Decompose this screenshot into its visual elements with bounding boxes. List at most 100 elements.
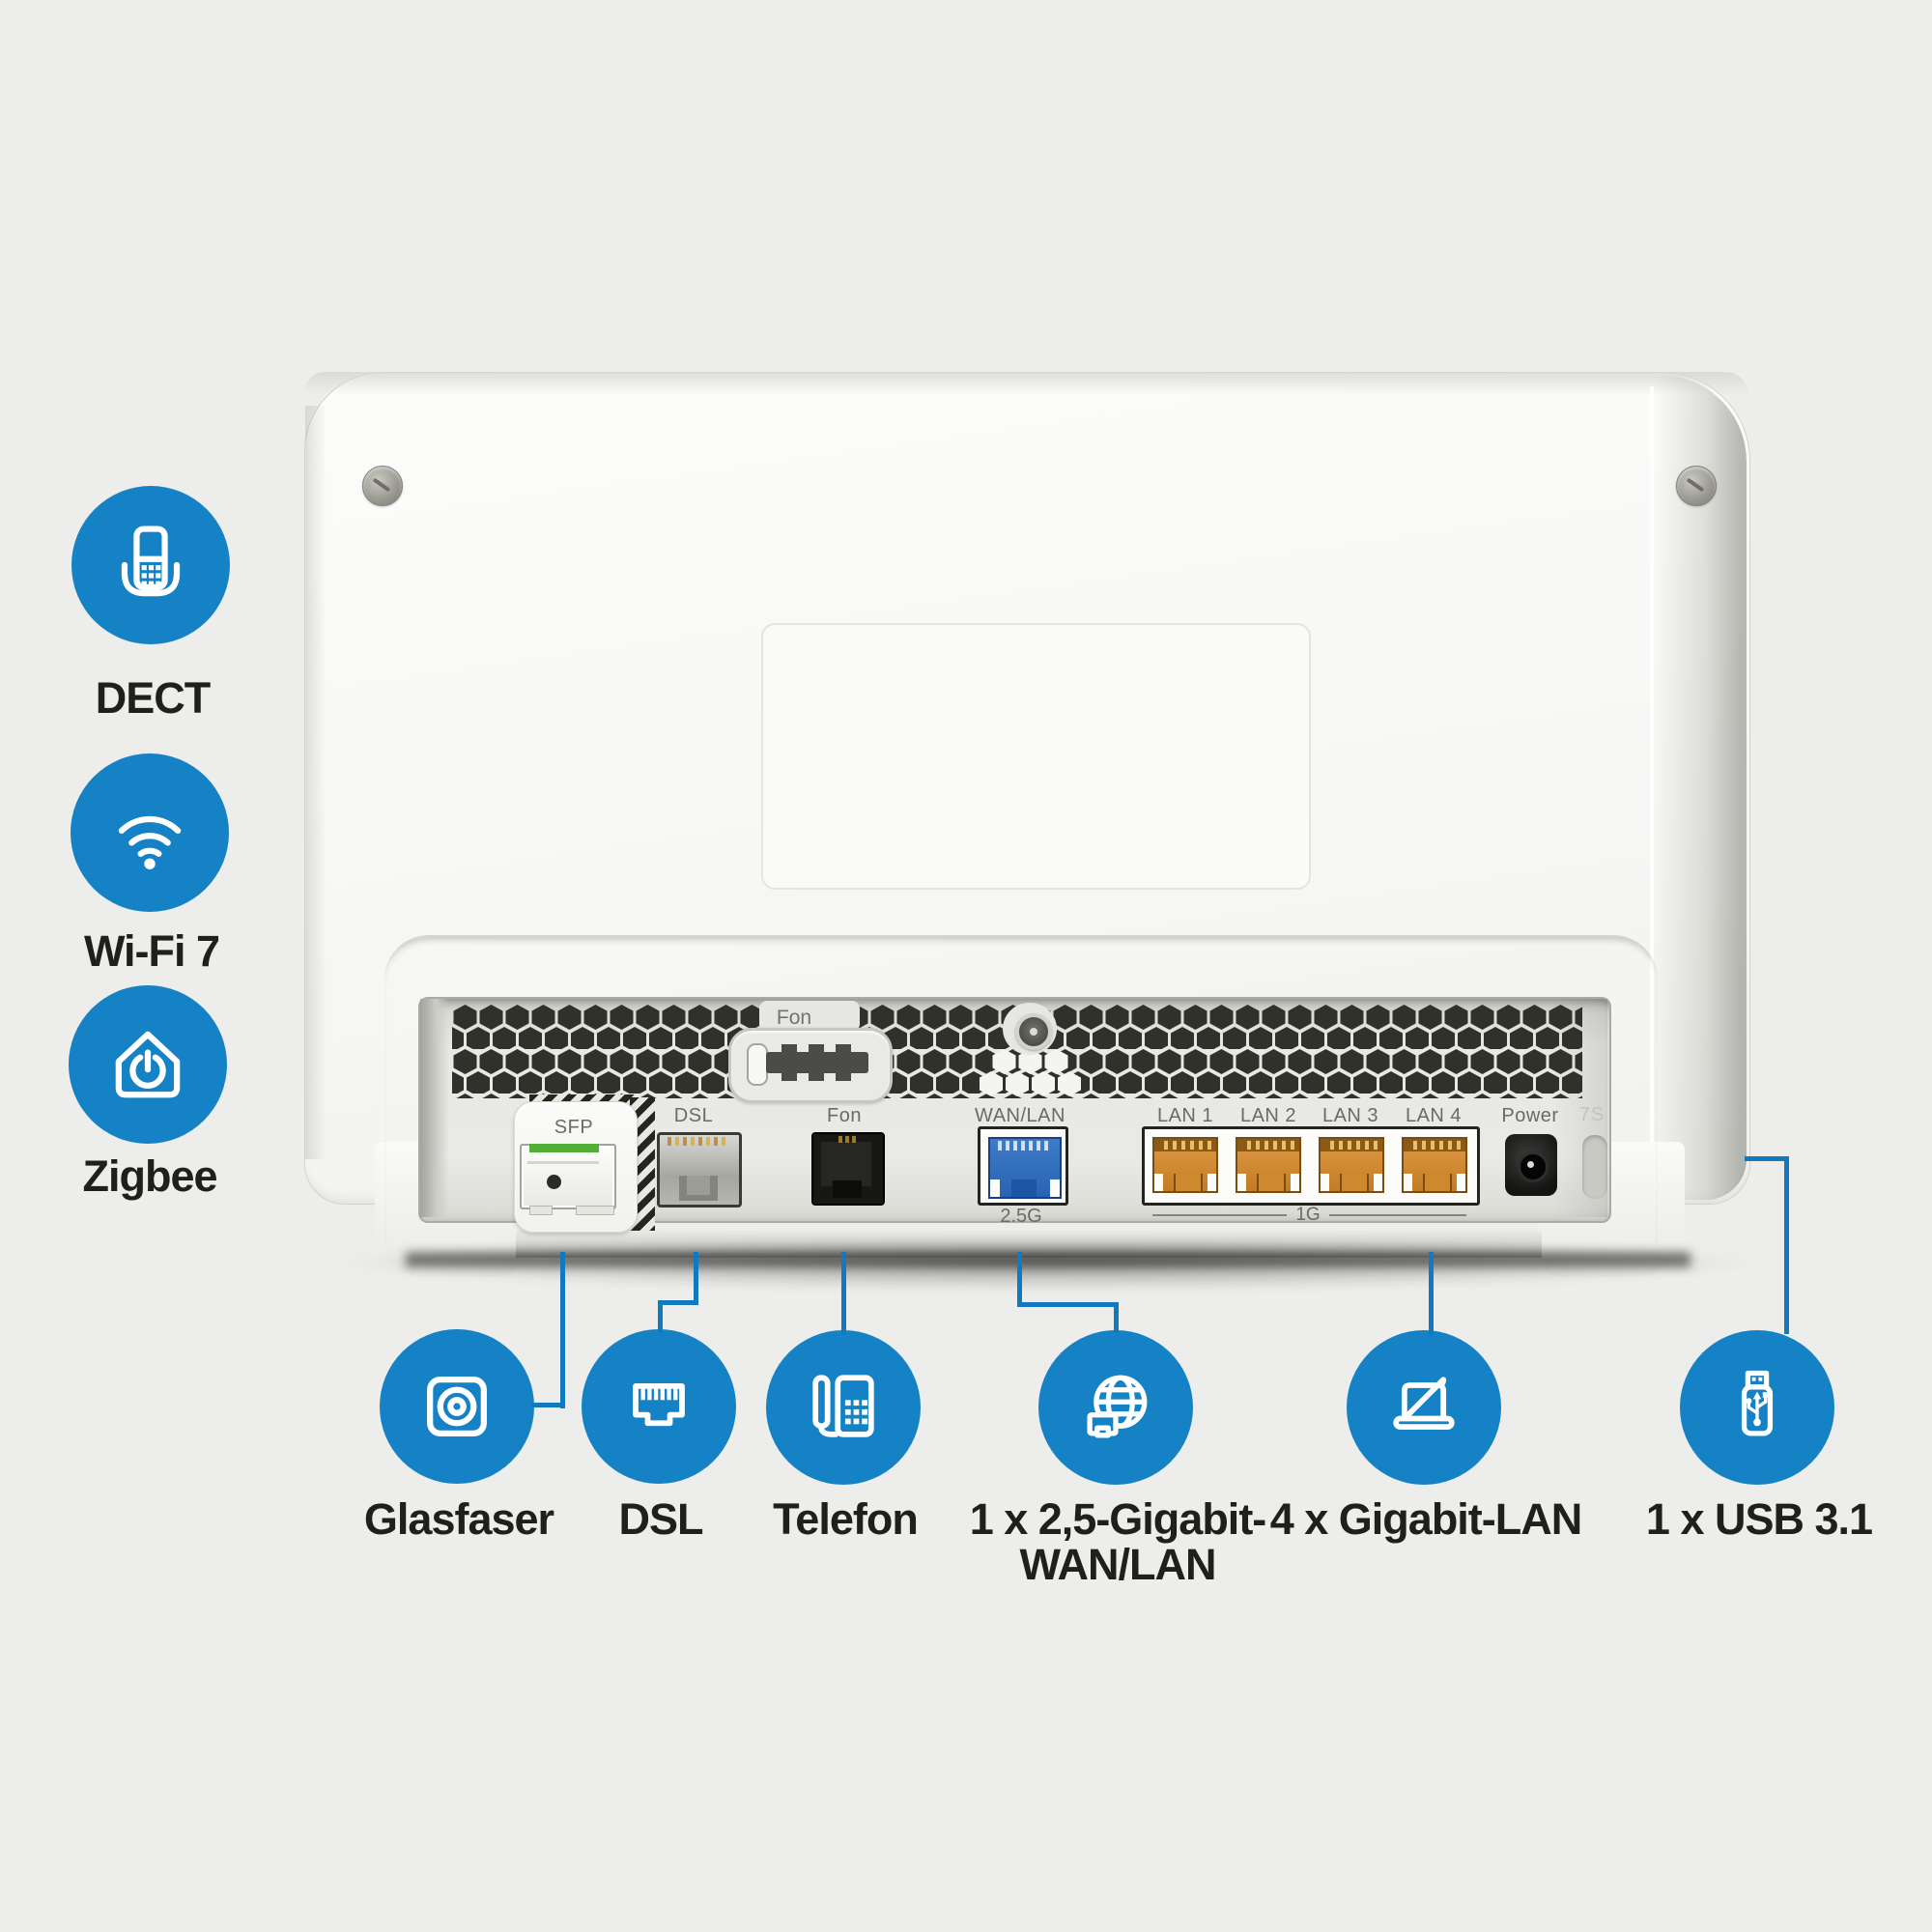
lan1-label: LAN 1 (1156, 1105, 1214, 1126)
dsl-port (657, 1132, 742, 1208)
white-hex-cluster (980, 1049, 1081, 1096)
slot-tooth (809, 1044, 824, 1054)
fon-port (811, 1132, 885, 1206)
dsl-badge (582, 1329, 736, 1484)
sfp-hole (547, 1175, 561, 1189)
glasfaser-badge (380, 1329, 534, 1484)
label-sticker (761, 623, 1311, 890)
fon-pin (845, 1136, 849, 1143)
wan-callout-label-line1: 1 x 2,5-Gigabit- (969, 1494, 1267, 1544)
callout-line-lan (1429, 1252, 1434, 1335)
callout-line-sfp (531, 1403, 565, 1407)
mount-screw-left (362, 466, 403, 506)
fiber-socket-icon (427, 1377, 487, 1436)
wan-tab (1011, 1179, 1037, 1197)
molded-text: 7S (1578, 1104, 1605, 1125)
callout-line-wan (1114, 1302, 1119, 1333)
usb-stick-icon (1741, 1370, 1774, 1436)
wan-port (988, 1137, 1062, 1199)
callout-line-usb (1745, 1156, 1789, 1161)
slot-bar (766, 1052, 868, 1073)
callout-line-dsl (694, 1252, 698, 1305)
fon-notch (833, 1180, 862, 1198)
lan2-port (1236, 1137, 1301, 1193)
slot-tooth (809, 1071, 824, 1081)
fon-pin (852, 1136, 856, 1143)
vent-gap-fon (759, 1001, 860, 1032)
telefon-badge (766, 1330, 921, 1485)
dsl-pin (714, 1137, 718, 1146)
panel-bevel-left (420, 999, 449, 1217)
lan-speed-line-right (1329, 1214, 1466, 1216)
router-side-seam (1650, 386, 1654, 1188)
wan-port-label: WAN/LAN (975, 1105, 1065, 1126)
wifi-label: Wi-Fi 7 (83, 926, 220, 976)
wan-port-bezel (978, 1126, 1068, 1206)
wan-cut (990, 1179, 1000, 1197)
wifi-icon (118, 815, 182, 869)
fon-pin (838, 1136, 842, 1143)
dsl-callout-label: DSL (618, 1494, 704, 1544)
dsl-pin (722, 1137, 725, 1146)
wan-speed-label: 2.5G (1000, 1206, 1042, 1227)
slot-tooth (836, 1071, 851, 1081)
dsl-pin (668, 1137, 671, 1146)
slot-tooth (836, 1044, 851, 1054)
slot-pill (747, 1043, 768, 1086)
lan-speed-line-left (1152, 1214, 1287, 1216)
sfp-latch (576, 1206, 614, 1215)
callout-line-dsl (658, 1300, 698, 1305)
dsl-pin (691, 1137, 695, 1146)
lan1-port (1152, 1137, 1218, 1193)
dsl-port-label: DSL (673, 1105, 714, 1126)
globe-ethernet-icon (1087, 1375, 1148, 1438)
sfp-green-tab (529, 1144, 599, 1152)
wan-badge (1038, 1330, 1193, 1485)
panel-screw (1015, 1013, 1052, 1050)
callout-line-wan (1017, 1302, 1119, 1307)
dsl-pin (706, 1137, 710, 1146)
slot-tooth (781, 1071, 797, 1081)
callout-line-sfp (560, 1252, 565, 1408)
power-port-label: Power (1501, 1105, 1559, 1126)
laptop-icon (1393, 1377, 1455, 1431)
callout-line-fon (841, 1252, 846, 1335)
router-right-side (1654, 375, 1747, 1200)
router-top-rim (304, 372, 1748, 395)
telefon-label: Telefon (773, 1494, 919, 1544)
lan-port-group (1142, 1126, 1480, 1206)
lan-badge (1347, 1330, 1501, 1485)
power-jack (1505, 1134, 1557, 1196)
callout-line-dsl (658, 1300, 663, 1333)
dect-handset-icon (121, 526, 181, 597)
callout-line-wan (1017, 1252, 1022, 1307)
fon-port-label: Fon (827, 1105, 862, 1126)
lan4-port (1402, 1137, 1467, 1193)
slot-tooth (781, 1044, 797, 1054)
router-left-edge (305, 406, 327, 1159)
glasfaser-label: Glasfaser (363, 1494, 554, 1544)
wifi-feature-badge (71, 753, 229, 912)
lan-callout-label: 4 x Gigabit-LAN (1269, 1494, 1583, 1544)
fon-slot-label: Fon (776, 1007, 812, 1029)
power-ring (1518, 1151, 1548, 1182)
dect-label: DECT (95, 673, 211, 723)
lan4-label: LAN 4 (1405, 1105, 1463, 1126)
wan-callout-label-line2: WAN/LAN (1019, 1540, 1217, 1589)
callout-line-usb (1784, 1156, 1789, 1334)
dect-feature-badge (71, 486, 230, 644)
desk-phone-icon (812, 1375, 874, 1437)
rj45-jack-icon (633, 1383, 685, 1427)
wall-mount-slot (728, 1028, 893, 1103)
dsl-pin (675, 1137, 679, 1146)
zigbee-label: Zigbee (82, 1151, 217, 1201)
lan3-port (1319, 1137, 1384, 1193)
mount-screw-right (1676, 466, 1717, 506)
smart-home-icon (115, 1031, 181, 1098)
dsl-pin (683, 1137, 687, 1146)
lan3-label: LAN 3 (1321, 1105, 1379, 1126)
dsl-pin (698, 1137, 702, 1146)
sfp-latch (529, 1206, 553, 1215)
sfp-port-label: SFP (554, 1117, 594, 1138)
